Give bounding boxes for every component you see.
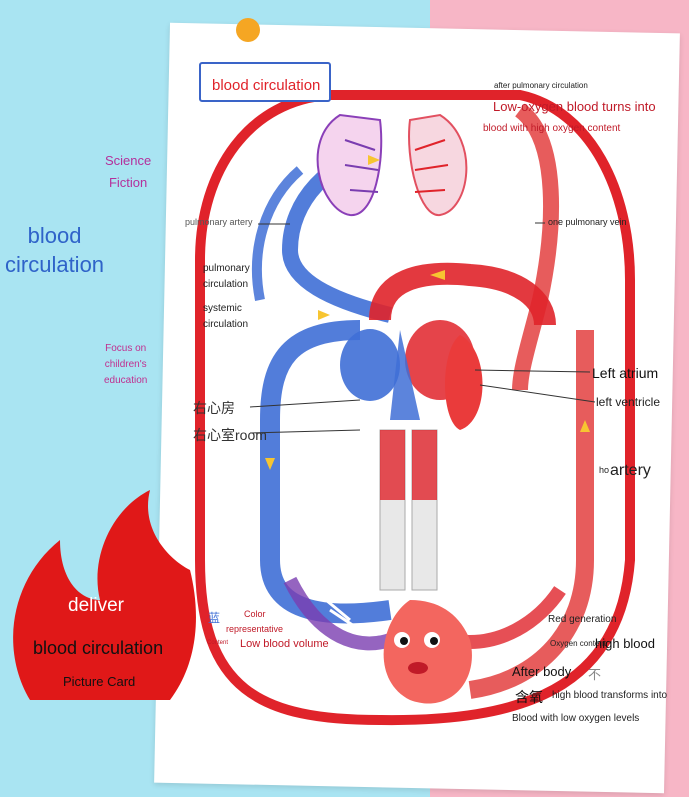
after-body-label: After body (512, 664, 572, 679)
high-oxygen-content-text: blood with high oxygen content (483, 123, 621, 134)
blood-low-oxygen-label: Blood with low oxygen levels (512, 713, 640, 724)
color-label: Color (244, 609, 266, 619)
syringes (379, 429, 438, 591)
diagram-title: blood circulation (212, 77, 321, 94)
content-small-label: Content (207, 640, 229, 646)
high-blood-label: high blood (595, 636, 655, 651)
hanqi-cn-label: 含氧 (515, 689, 543, 705)
left-atrium-label: Left atrium (592, 365, 659, 381)
aortic-arch (369, 262, 556, 326)
science-fiction-label: Science Fiction (105, 153, 152, 190)
blood-circulation-heading: blood circulation (5, 223, 105, 277)
flame-picture-card: Picture Card (63, 674, 136, 689)
systemic-artery-tube (468, 330, 594, 699)
focus-label: Focus on children's education (104, 343, 148, 386)
artery-ho-label: ho (599, 465, 610, 475)
after-pulmonary-text: after pulmonary circulation (494, 81, 588, 90)
left-ventricle-label: left ventricle (596, 395, 661, 409)
pulmonary-circulation-label: pulmonary circulation (203, 263, 250, 290)
flame-deliver: deliver (68, 595, 124, 616)
blue-cn-label: 蓝 (208, 611, 221, 625)
flame-icon (13, 490, 196, 700)
low-blood-volume-label: Low blood volume (240, 638, 329, 650)
low-oxygen-turns-text: Low-oxygen blood turns into (493, 99, 656, 114)
upper-vein-tube (252, 166, 304, 301)
right-atrium-cn-label: 右心房 (193, 400, 235, 416)
oxygen-content-label: Oxygen content (550, 639, 607, 648)
blood-drop-mascot (383, 600, 472, 704)
flow-arrows (265, 155, 590, 470)
red-generation-label: Red generation (548, 614, 617, 625)
aorta-loop (195, 90, 635, 726)
systemic-circulation-label: systemic circulation (203, 303, 249, 330)
heart (340, 320, 483, 430)
title-frame (199, 62, 331, 102)
artery-label: artery (610, 462, 651, 479)
pulmonary-artery-label: pulmonary artery (185, 217, 253, 227)
representative-label: representative (226, 624, 284, 634)
leader-lines (249, 222, 596, 434)
orange-icon (236, 18, 260, 42)
pulmonary-vein-tube (512, 103, 559, 391)
pulmonary-vein-label: one pulmonary vein (548, 217, 627, 227)
flame-blood-circulation: blood circulation (33, 638, 164, 658)
lungs (316, 113, 468, 217)
right-ventricle-cn-label: 右心室room (193, 427, 267, 443)
high-blood-transforms-label: high blood transforms into (552, 690, 668, 701)
after-body-cn-label: 不 (588, 667, 602, 682)
